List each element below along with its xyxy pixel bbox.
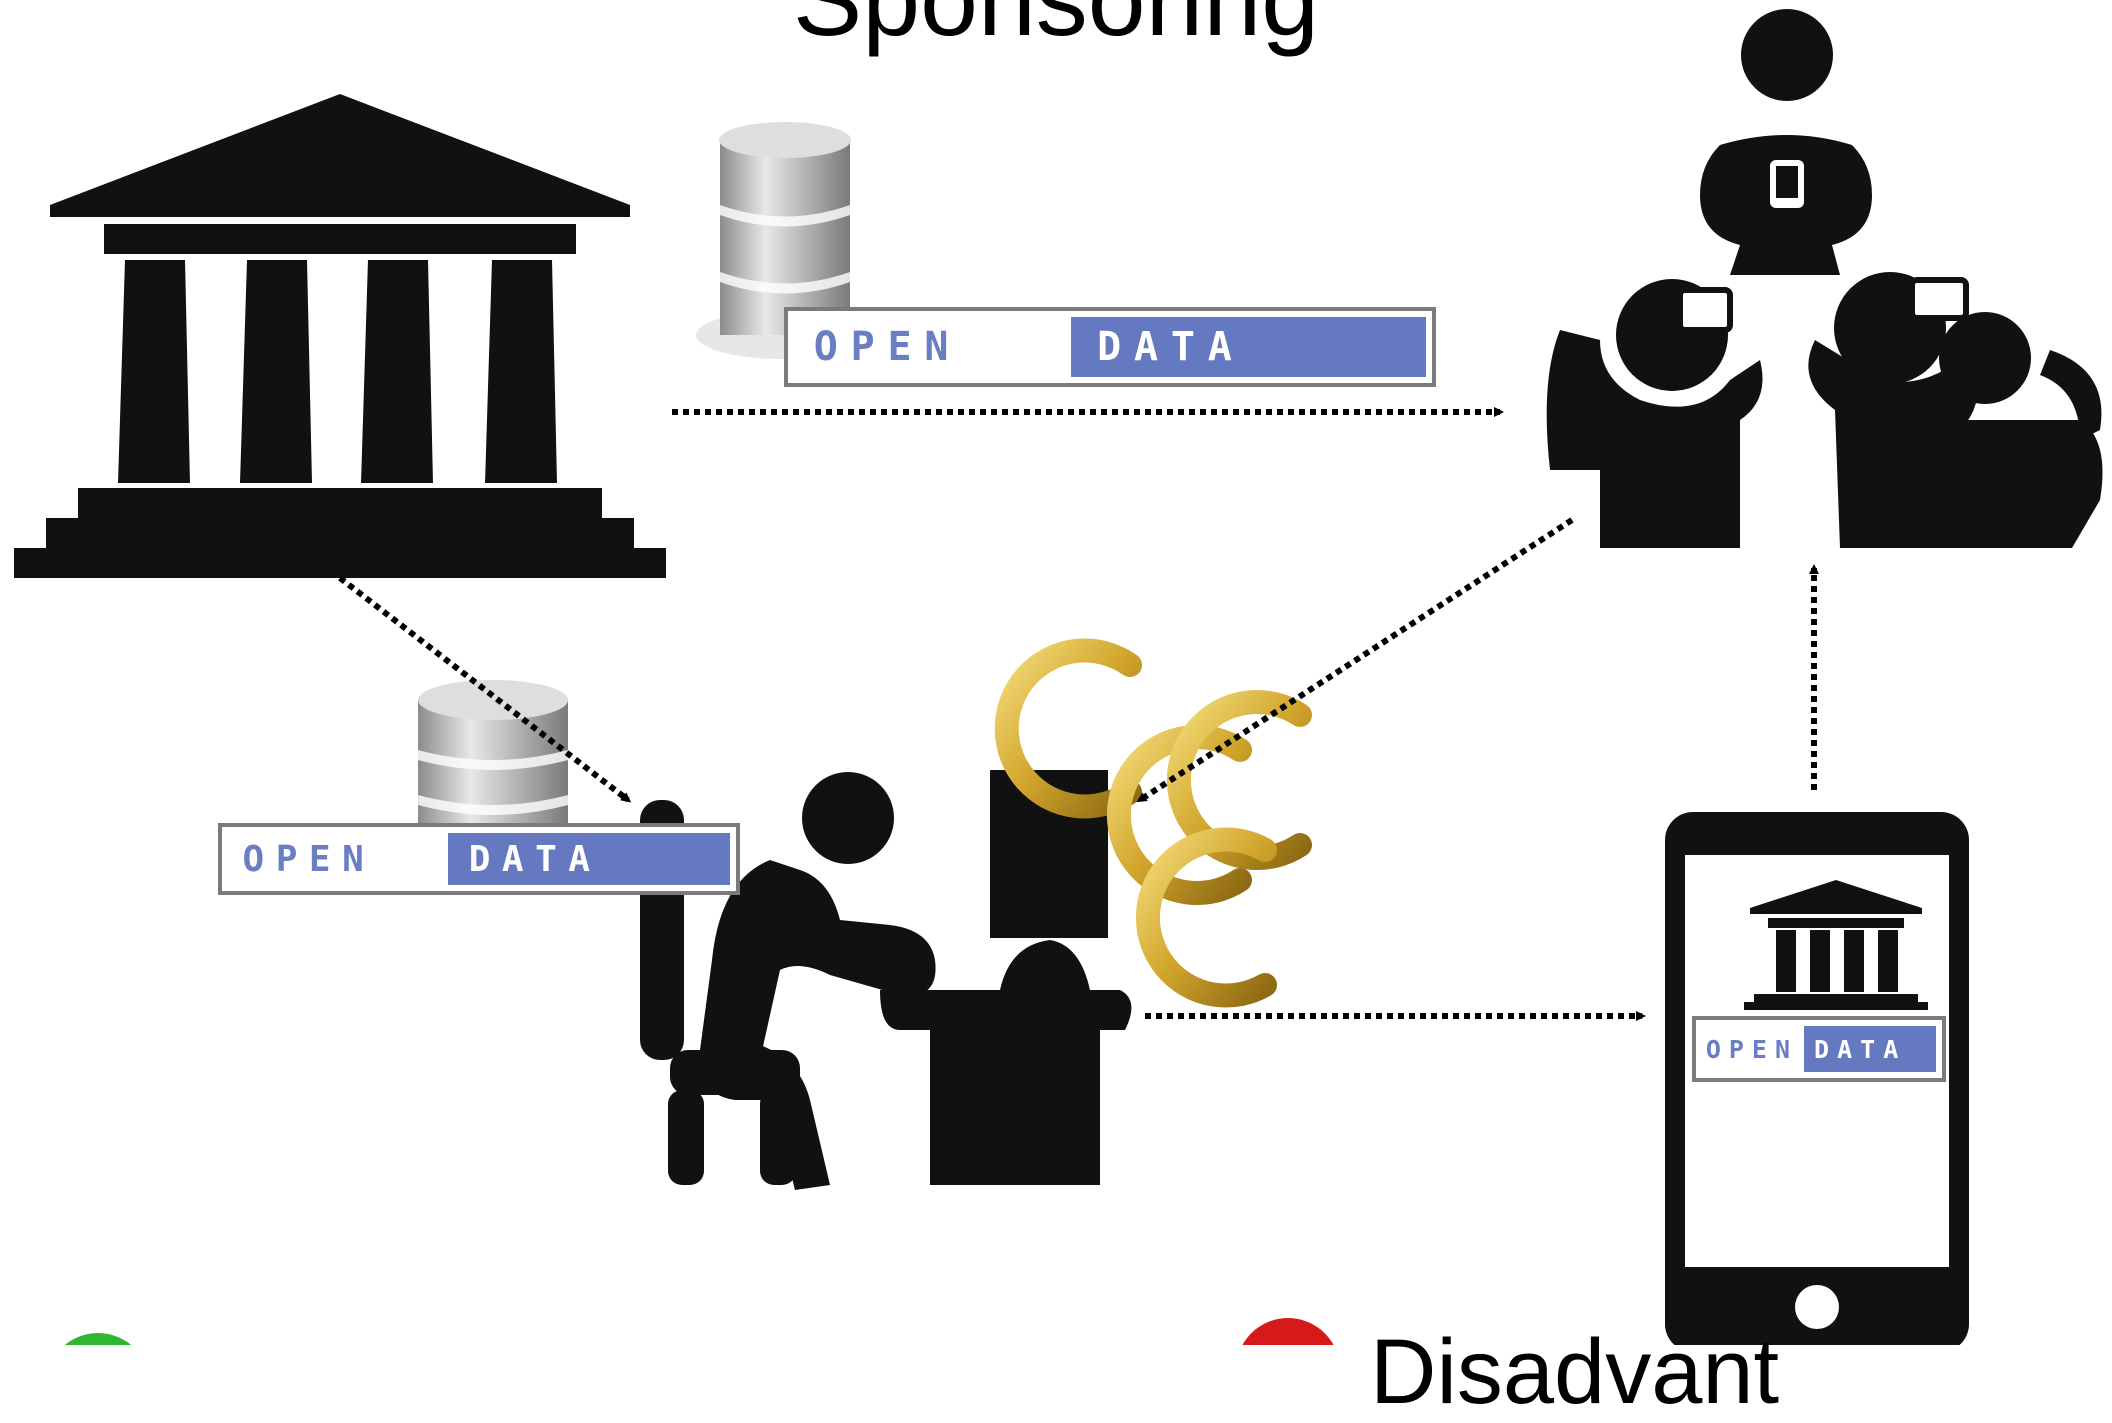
badge-open-label: OPEN xyxy=(1705,1034,1799,1064)
people-with-phones-icon xyxy=(1546,9,2103,548)
badge-data-label: DATA xyxy=(1804,1026,1936,1072)
arrow-building-to-developer xyxy=(338,575,632,803)
open-data-badge: OPEN DATA xyxy=(784,307,1436,387)
diagram-canvas xyxy=(14,9,2103,1345)
badge-open-label: OPEN xyxy=(242,838,376,880)
badge-data-label: DATA xyxy=(448,833,730,885)
diagram-title: Sponsoring xyxy=(792,0,1320,58)
advantages-dot-icon xyxy=(64,1333,132,1345)
government-building-icon xyxy=(14,94,666,578)
arrow-people-to-coins xyxy=(1136,517,1574,803)
badge-open-label: OPEN xyxy=(813,324,962,370)
open-data-badge: OPEN DATA xyxy=(1692,1016,1946,1082)
euro-coins-icon xyxy=(937,638,1312,1008)
badge-data-label: DATA xyxy=(1071,317,1426,377)
database-icon xyxy=(418,680,568,830)
flow-arrows xyxy=(338,407,1819,1021)
legend-disadvantages-label: Disadvant xyxy=(1370,1321,1780,1423)
government-building-icon xyxy=(1744,880,1928,1010)
disadvantages-dot-icon xyxy=(1242,1318,1334,1345)
open-data-badge: OPEN DATA xyxy=(218,823,740,895)
